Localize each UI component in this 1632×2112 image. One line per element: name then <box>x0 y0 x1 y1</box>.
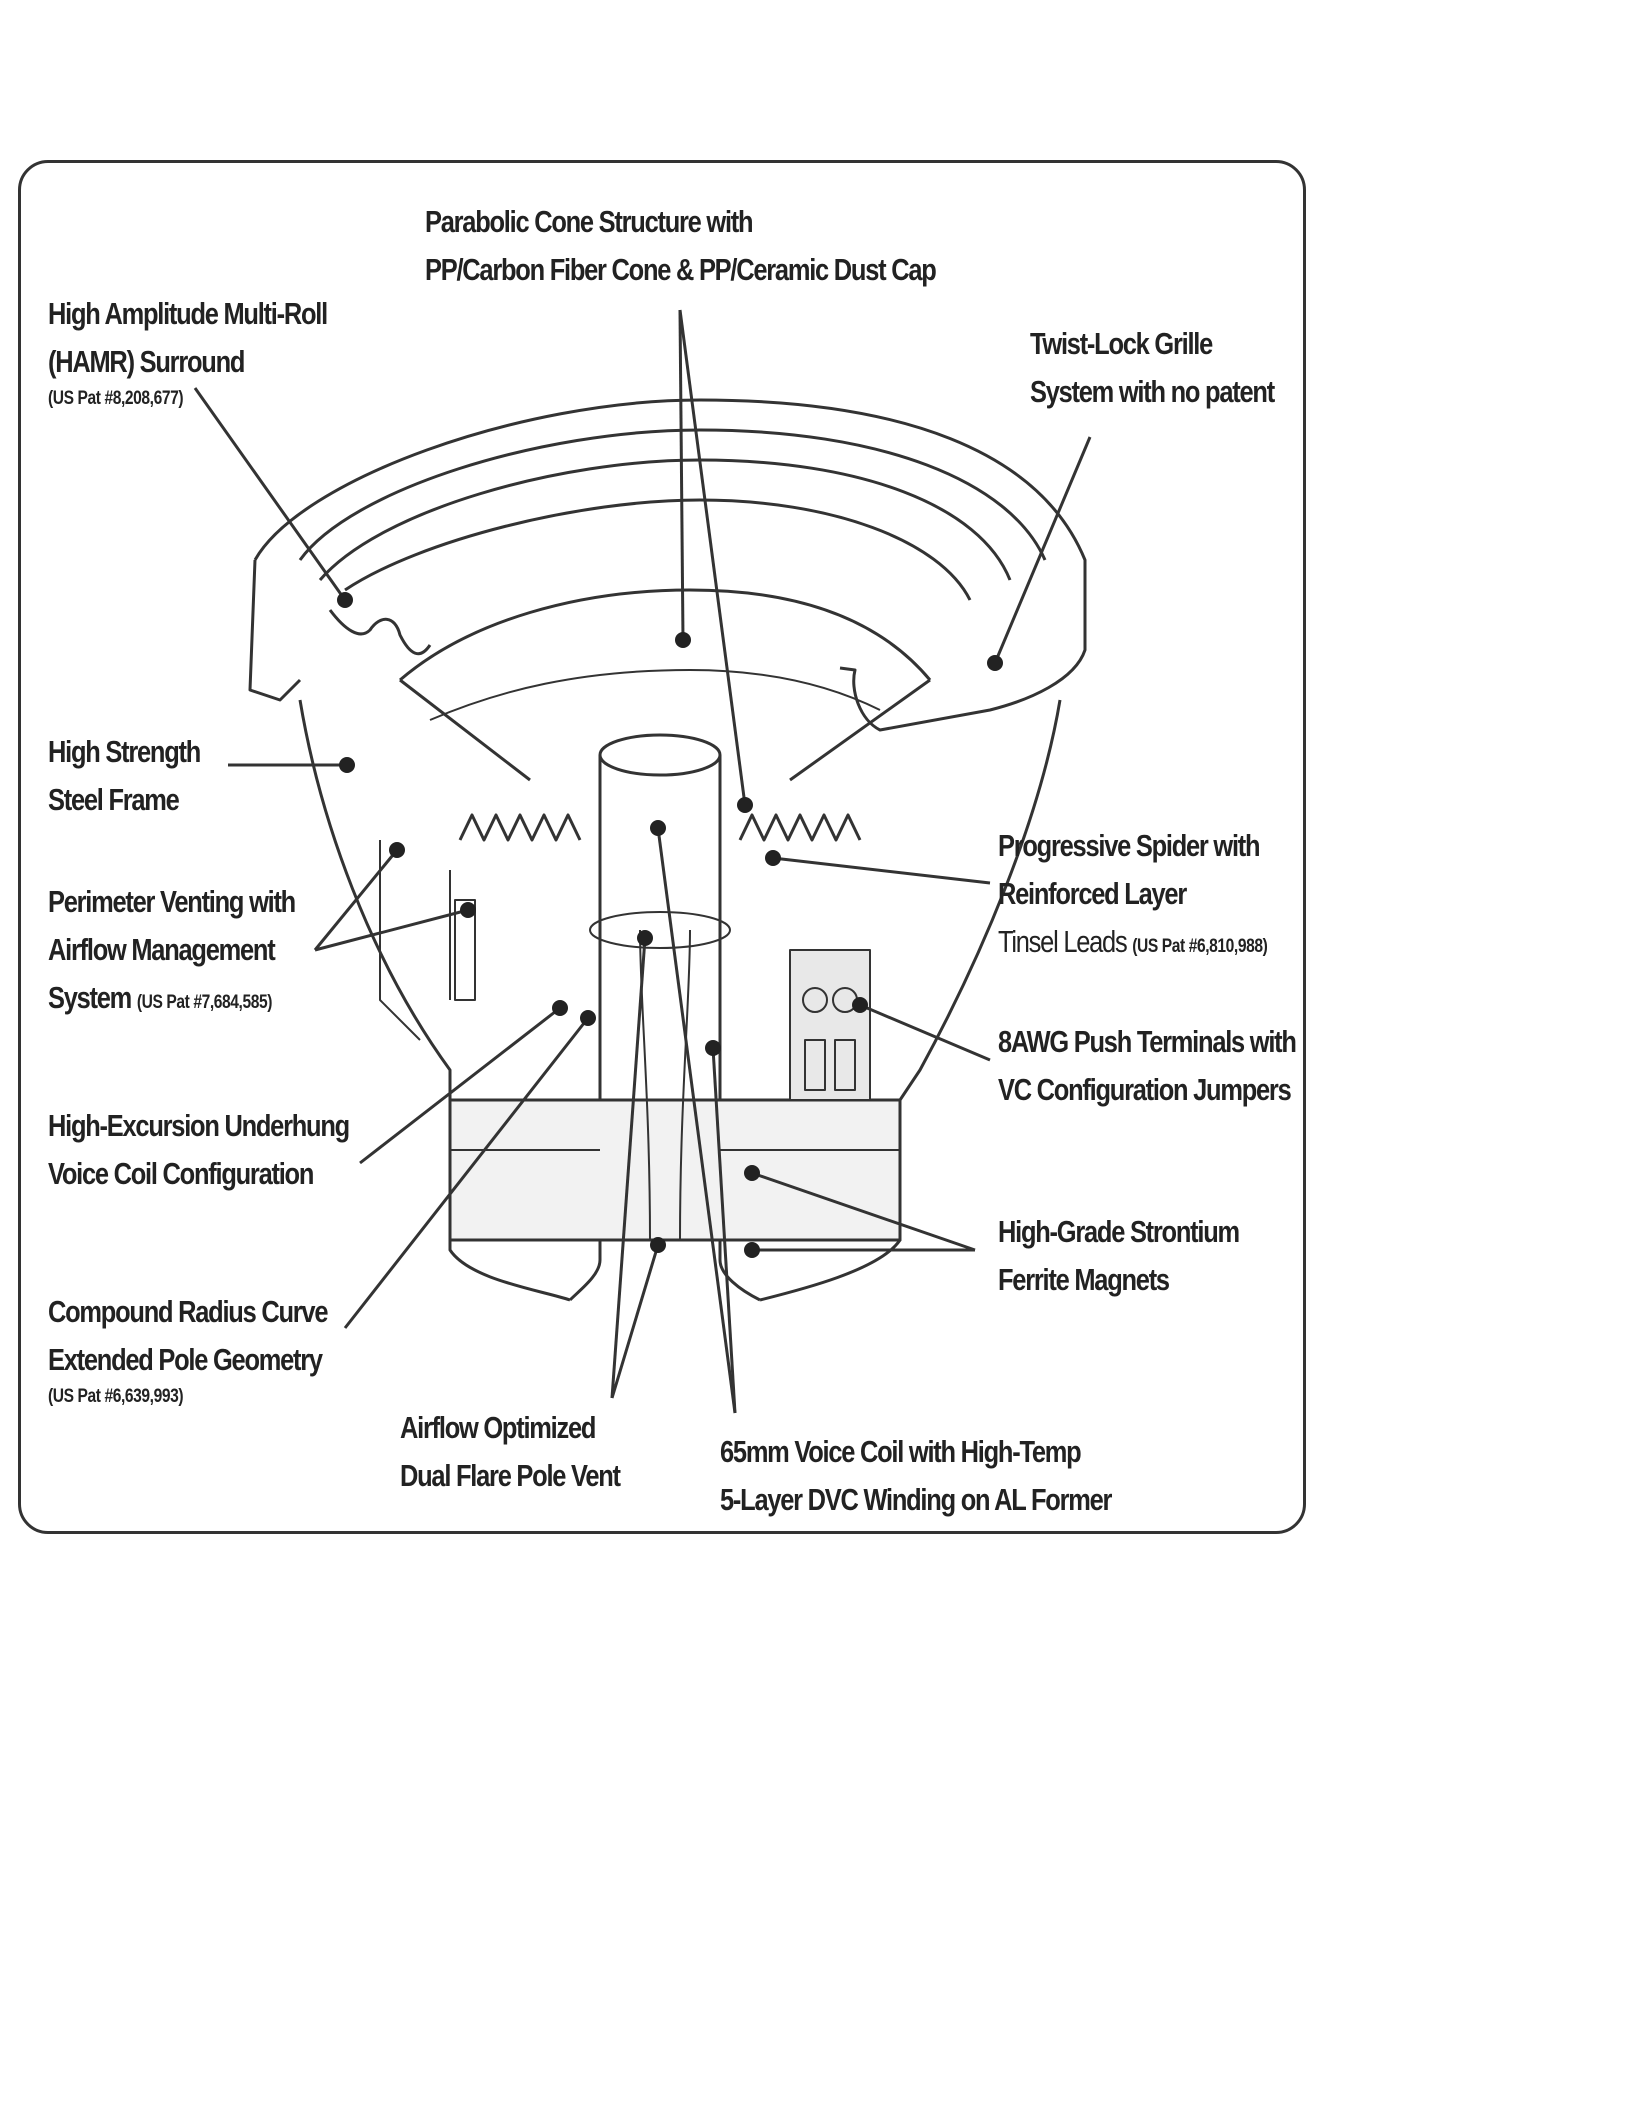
label-line: Twist-Lock Grille <box>1030 326 1213 361</box>
label-hamr-surround: High Amplitude Multi-Roll (HAMR) Surroun… <box>48 290 328 412</box>
label-steel-frame: High Strength Steel Frame <box>48 728 201 824</box>
cone <box>399 588 932 682</box>
label-cone-structure: Parabolic Cone Structure with PP/Carbon … <box>425 198 937 294</box>
label-line: Progressive Spider with <box>998 828 1261 863</box>
patent-note: (US Pat #6,639,993) <box>48 1386 184 1407</box>
patent-note: (US Pat #7,684,585) <box>136 992 273 1013</box>
label-line: Perimeter Venting with <box>48 884 296 919</box>
label-pole-vent: Airflow Optimized Dual Flare Pole Vent <box>400 1404 621 1500</box>
diagram-border <box>18 160 1306 1534</box>
label-perimeter-venting: Perimeter Venting with Airflow Managemen… <box>48 878 296 1027</box>
label-line: High-Grade Strontium <box>998 1214 1240 1249</box>
label-line: Dual Flare Pole Vent <box>400 1458 621 1493</box>
label-line: Voice Coil Configuration <box>48 1156 314 1191</box>
pole-piece <box>568 755 602 1302</box>
label-line: System with no patent <box>1030 374 1275 409</box>
vent-slots <box>454 899 476 1001</box>
label-line: 65mm Voice Coil with High-Temp <box>720 1434 1082 1469</box>
terminal-block <box>789 949 871 1101</box>
label-underhung-coil: High-Excursion Underhung Voice Coil Conf… <box>48 1102 350 1198</box>
label-line: High-Excursion Underhung <box>48 1108 350 1143</box>
label-pole-geometry: Compound Radius Curve Extended Pole Geom… <box>48 1288 328 1410</box>
label-line: Airflow Management <box>48 932 276 967</box>
label-line: Extended Pole Geometry <box>48 1342 323 1377</box>
callout-dots <box>337 592 1003 1258</box>
label-line: Reinforced Layer <box>998 876 1187 911</box>
label-line: Airflow Optimized <box>400 1410 596 1445</box>
label-voice-coil: 65mm Voice Coil with High-Temp 5-Layer D… <box>720 1428 1112 1524</box>
label-line: 5-Layer DVC Winding on AL Former <box>720 1482 1112 1517</box>
label-ferrite-magnets: High-Grade Strontium Ferrite Magnets <box>998 1208 1240 1304</box>
patent-note: (US Pat #8,208,677) <box>48 388 184 409</box>
label-line: Compound Radius Curve <box>48 1294 328 1329</box>
label-line: VC Configuration Jumpers <box>998 1072 1292 1107</box>
basket-frame <box>298 699 571 1302</box>
label-line: System <box>48 980 132 1015</box>
spider-pleats-left <box>458 813 582 842</box>
label-line: High Amplitude Multi-Roll <box>48 296 328 331</box>
label-twist-lock-grille: Twist-Lock Grille System with no patent <box>1030 320 1275 416</box>
label-line: High Strength <box>48 734 201 769</box>
leader-lines <box>193 309 1092 1414</box>
label-line: Tinsel Leads <box>998 924 1128 959</box>
label-line: (HAMR) Surround <box>48 344 245 379</box>
spider-pleats-right <box>738 813 862 842</box>
label-push-terminals: 8AWG Push Terminals with VC Configuratio… <box>998 1018 1297 1114</box>
surround-rolls <box>328 609 432 656</box>
label-line: 8AWG Push Terminals with <box>998 1024 1297 1059</box>
label-line: Steel Frame <box>48 782 180 817</box>
label-progressive-spider: Progressive Spider with Reinforced Layer… <box>998 822 1268 971</box>
grille-ring <box>253 398 1087 732</box>
label-line: Parabolic Cone Structure with <box>425 204 754 239</box>
label-line: PP/Carbon Fiber Cone & PP/Ceramic Dust C… <box>425 252 937 287</box>
patent-note: (US Pat #6,810,988) <box>1132 936 1268 957</box>
label-line: Ferrite Magnets <box>998 1262 1170 1297</box>
magnet-stack <box>448 1098 902 1242</box>
